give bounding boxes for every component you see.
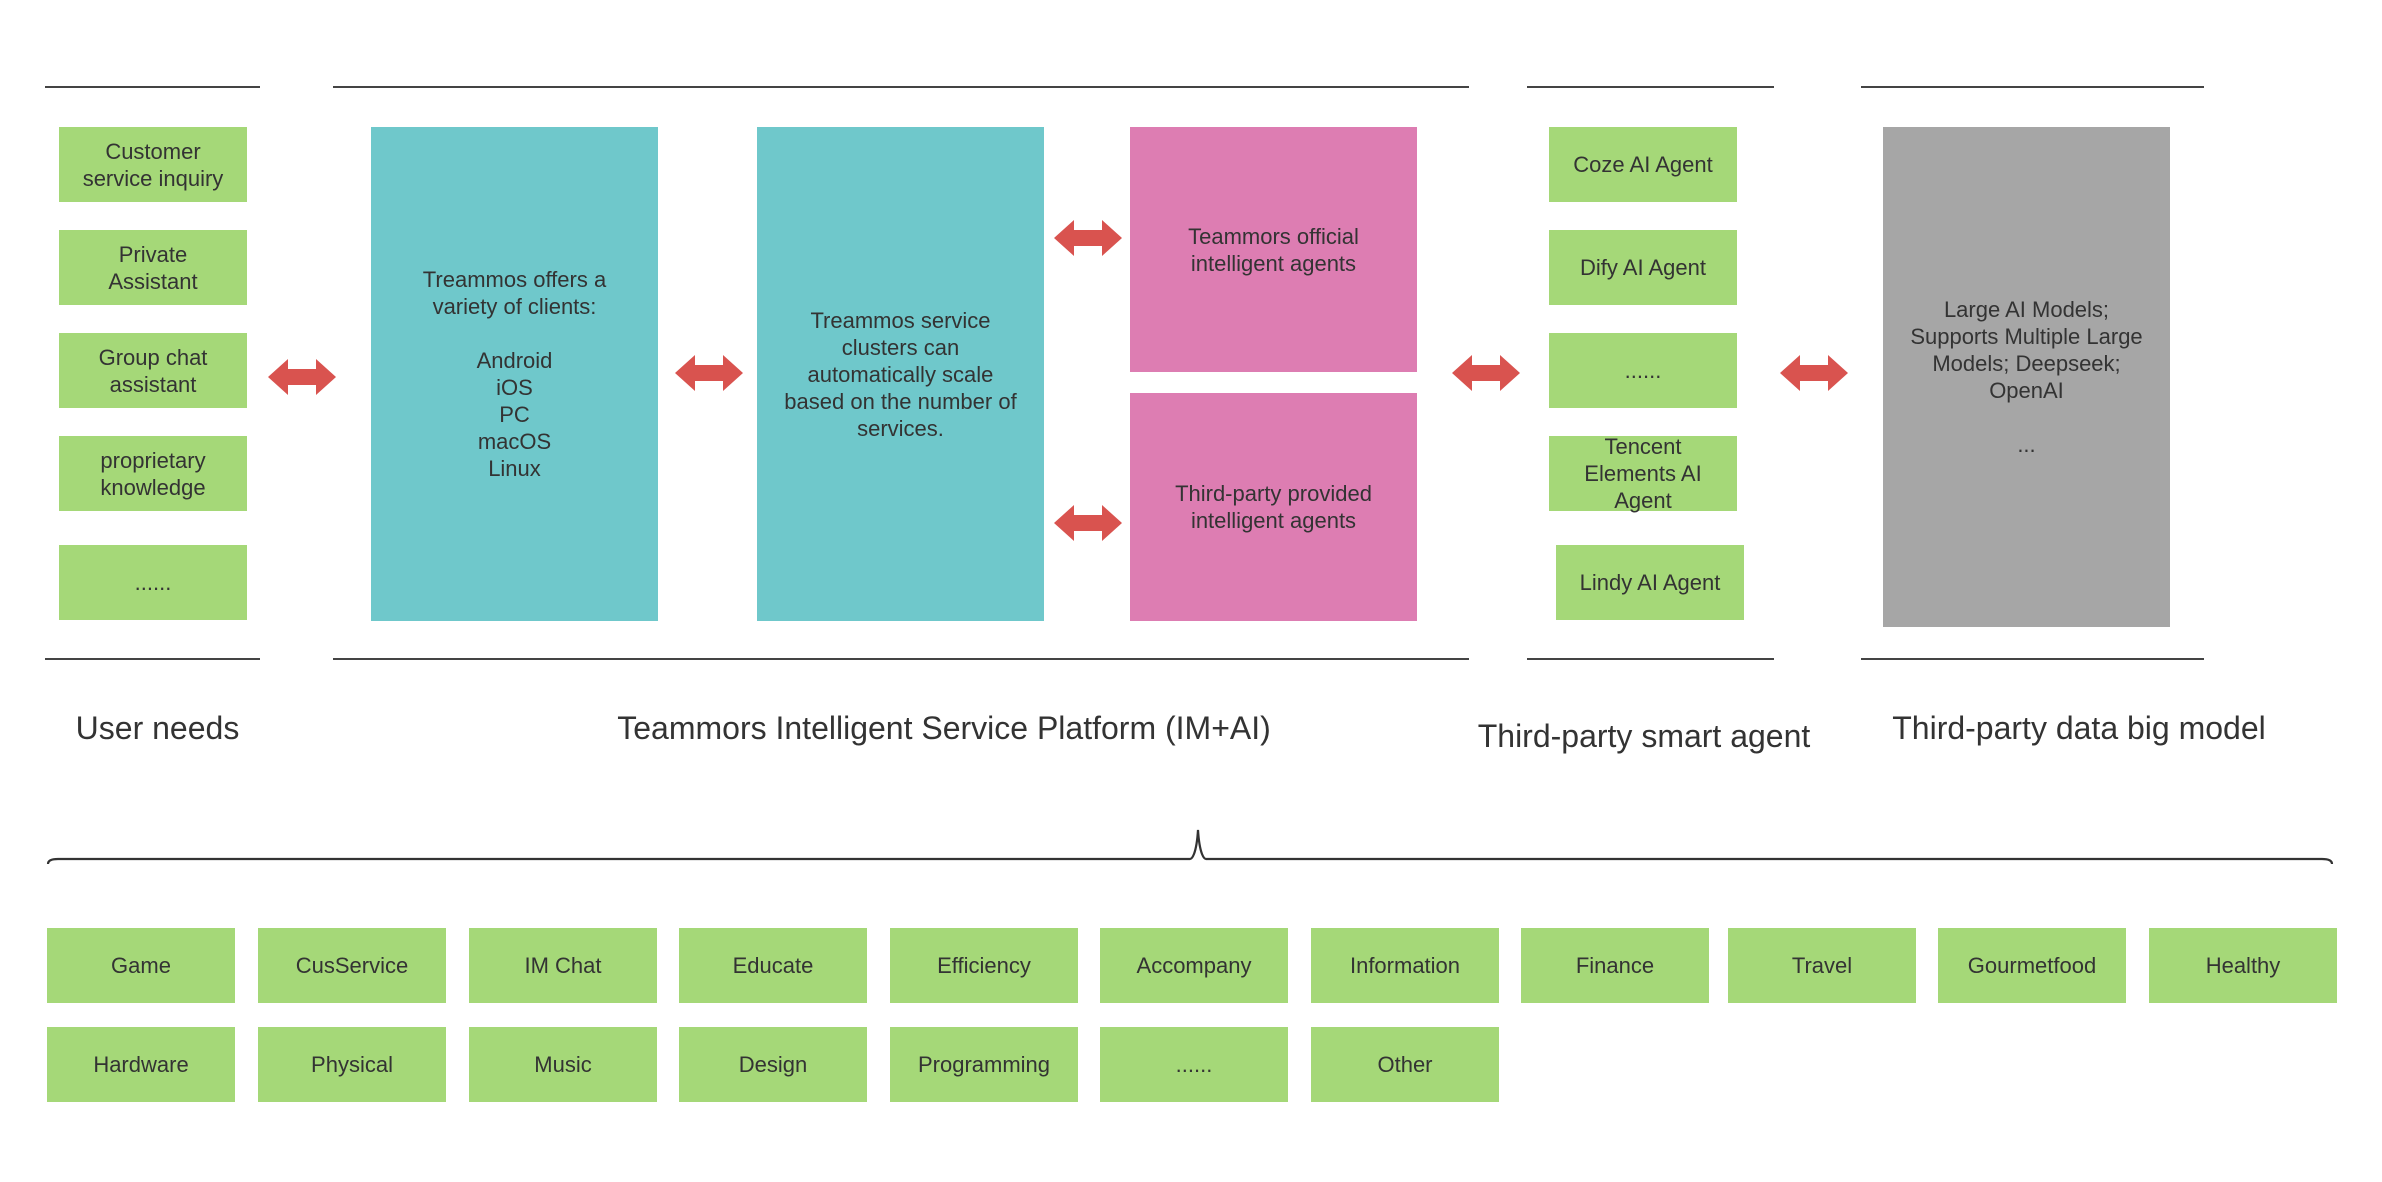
user-needs-bottom-line (45, 658, 260, 660)
smart-agent-label: Third-party smart agent (1477, 718, 1811, 754)
category-game: Game (47, 928, 235, 1003)
platform-top-line (333, 86, 1469, 88)
platform-cluster-box: Treammos service clusters can automatica… (757, 127, 1044, 621)
category-educate: Educate (679, 928, 867, 1003)
platform-bottom-line (333, 658, 1469, 660)
user-need-private-assistant: Private Assistant (59, 230, 247, 305)
double-arrow-icon (1054, 505, 1122, 541)
official-agents-box: Teammors official intelligent agents (1130, 127, 1417, 372)
smart-agent-top-line (1527, 86, 1774, 88)
category-accompany: Accompany (1100, 928, 1288, 1003)
platform-label: Teammors Intelligent Service Platform (I… (617, 710, 1271, 746)
user-need-more: ...... (59, 545, 247, 620)
category-design: Design (679, 1027, 867, 1102)
big-model-bottom-line (1861, 658, 2204, 660)
category-hardware: Hardware (47, 1027, 235, 1102)
user-need-customer-service: Customer service inquiry (59, 127, 247, 202)
agent-coze: Coze AI Agent (1549, 127, 1737, 202)
category-healthy: Healthy (2149, 928, 2337, 1003)
category-finance: Finance (1521, 928, 1709, 1003)
curly-brace (46, 829, 2334, 865)
agent-more: ...... (1549, 333, 1737, 408)
category-other: Other (1311, 1027, 1499, 1102)
category-im-chat: IM Chat (469, 928, 657, 1003)
double-arrow-icon (675, 355, 743, 391)
user-needs-label: User needs (75, 710, 240, 746)
agent-tencent: Tencent Elements AI Agent (1549, 434, 1737, 513)
big-model-label: Third-party data big model (1892, 710, 2266, 746)
double-arrow-icon (1054, 220, 1122, 256)
category-efficiency: Efficiency (890, 928, 1078, 1003)
double-arrow-icon (1452, 355, 1520, 391)
double-arrow-icon (268, 359, 336, 395)
user-need-group-chat: Group chat assistant (59, 333, 247, 408)
category-physical: Physical (258, 1027, 446, 1102)
user-needs-top-line (45, 86, 260, 88)
category-more: ...... (1100, 1027, 1288, 1102)
category-travel: Travel (1728, 928, 1916, 1003)
agent-dify: Dify AI Agent (1549, 230, 1737, 305)
double-arrow-icon (1780, 355, 1848, 391)
category-programming: Programming (890, 1027, 1078, 1102)
smart-agent-bottom-line (1527, 658, 1774, 660)
category-information: Information (1311, 928, 1499, 1003)
user-need-proprietary-knowledge: proprietary knowledge (59, 436, 247, 511)
big-model-box: Large AI Models; Supports Multiple Large… (1883, 127, 2170, 627)
category-gourmetfood: Gourmetfood (1938, 928, 2126, 1003)
big-model-top-line (1861, 86, 2204, 88)
agent-lindy: Lindy AI Agent (1556, 545, 1744, 620)
category-music: Music (469, 1027, 657, 1102)
platform-clients-box: Treammos offers a variety of clients: An… (371, 127, 658, 621)
category-cusservice: CusService (258, 928, 446, 1003)
third-party-agents-box: Third-party provided intelligent agents (1130, 393, 1417, 621)
